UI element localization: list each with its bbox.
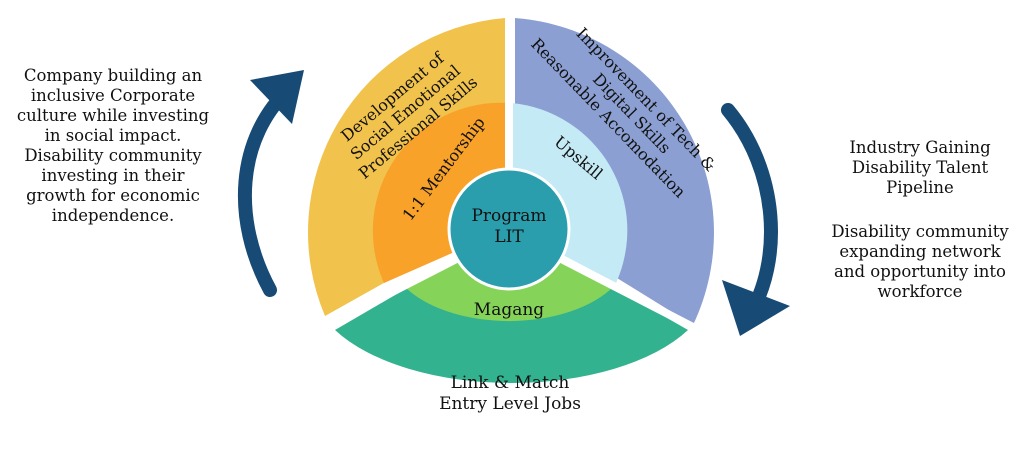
outer-segment-right (515, 18, 714, 325)
left-line: inclusive Corporate (30, 86, 196, 105)
right-bottom-line: Disability community (831, 222, 1009, 241)
right-description-top: Industry Gaining Disability Talent Pipel… (820, 138, 1020, 198)
left-line: investing in their (41, 166, 185, 185)
center-label-line-2: LIT (494, 227, 524, 247)
left-line: culture while investing (16, 106, 210, 125)
right-top-line: Pipeline (886, 178, 954, 197)
magang-label: Magang (474, 300, 545, 320)
right-top-line: Industry Gaining (849, 138, 991, 157)
right-bottom-line: workforce (877, 282, 963, 301)
left-description: Company building an inclusive Corporate … (8, 66, 218, 226)
left-line: Disability community (24, 146, 202, 165)
cycle-arrow-left-head-icon (250, 70, 304, 124)
right-description-bottom: Disability community expanding network a… (820, 222, 1020, 302)
center-circle (447, 167, 571, 291)
outer-bottom-line-1: Link & Match (451, 373, 570, 393)
right-top-line: Disability Talent (851, 158, 989, 177)
left-line: independence. (51, 206, 175, 225)
right-bottom-line: and opportunity into (834, 262, 1006, 281)
left-line: growth for economic (26, 186, 200, 205)
outer-bottom-line-2: Entry Level Jobs (439, 394, 581, 414)
cycle-arrow-right-head-icon (722, 280, 790, 336)
cycle-arrow-left (237, 81, 297, 297)
right-bottom-line: expanding network (839, 242, 1001, 261)
center-label-line-1: Program (471, 206, 546, 226)
left-line: Company building an (23, 66, 203, 85)
left-line: in social impact. (44, 126, 182, 145)
